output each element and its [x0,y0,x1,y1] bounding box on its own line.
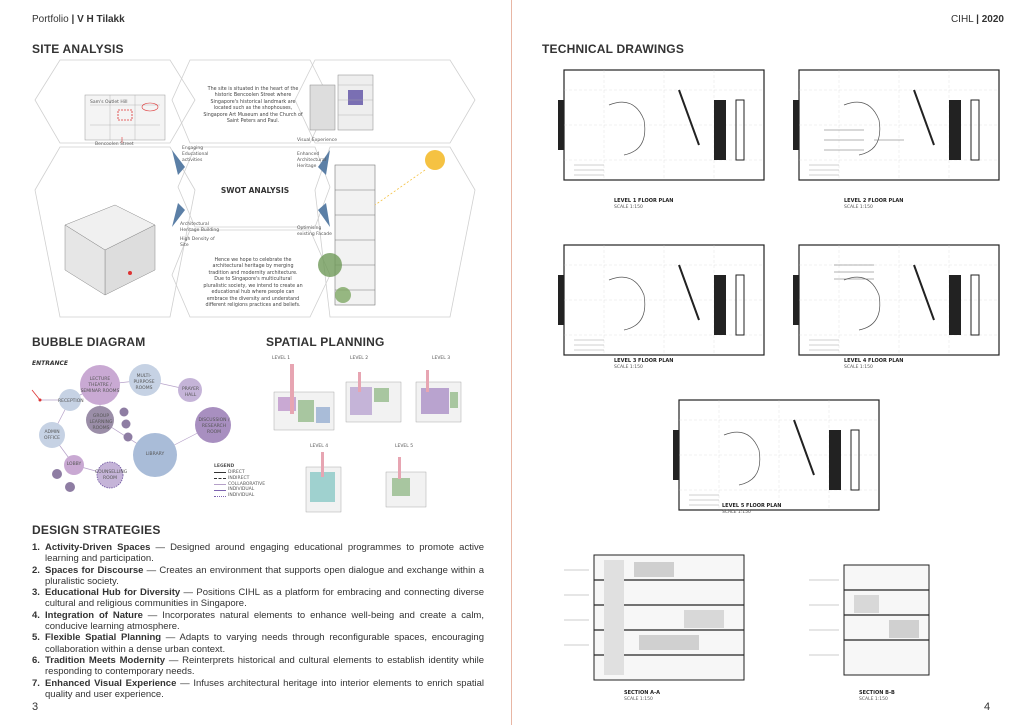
section-title-technical-drawings: TECHNICAL DRAWINGS [542,42,685,56]
spatial-level-1 [273,364,335,431]
legend-title: LEGEND [214,464,235,469]
legend-item-individual-2: INDIVIDUAL [228,493,255,499]
plan-title-level-3: LEVEL 3 FLOOR PLAN SCALE 1:150 [614,358,674,370]
legend-item-individual-1: INDIVIDUAL [228,487,255,493]
bubble-label-prayer: PRAYER HALL [181,387,200,398]
bubble-diagram [31,364,231,492]
header-right: CIHL | 2020 [951,14,1004,25]
header-separator: | [71,14,75,25]
page-number-right: 4 [984,701,991,713]
spatial-label-level-4: LEVEL 4 [310,444,329,449]
map-label-1: Sam's Outlet Hill [90,100,128,105]
sun-icon [425,150,445,170]
building-sections [564,554,930,681]
legend-item-indirect: INDIRECT [228,475,250,481]
swot-strength: Engaging Educational activities [182,146,209,163]
site-description-text: The site is situated in the heart of the… [203,87,303,125]
section-title-design-strategies: DESIGN STRATEGIES [32,523,161,537]
plan-level-5 [672,399,880,511]
strategy-item: 4.Integration of Nature — Incorporates n… [32,609,484,633]
header-portfolio-label: Portfolio [32,14,69,25]
section-title-spatial-planning: SPATIAL PLANNING [266,335,385,349]
plan-title-level-2: LEVEL 2 FLOOR PLAN SCALE 1:150 [844,198,904,210]
bubble-label-lobby: LOBBY [66,462,82,467]
page-right: CIHL | 2020 TECHNICAL DRAWINGS [514,0,1024,725]
plan-level-3 [557,244,765,356]
swot-title: SWOT ANALYSIS [220,186,290,195]
section-a-a [564,554,745,681]
spatial-level-5 [385,457,427,508]
spatial-planning-diagrams [273,364,462,513]
plan-title-level-1: LEVEL 1 FLOOR PLAN SCALE 1:150 [614,198,674,210]
section-b-b [809,564,930,676]
bubble-label-admin: ADMIN OFFICE [43,430,61,441]
strategy-item: 2.Spaces for Discourse — Creates an envi… [32,564,484,587]
header-separator-right: | [976,14,979,25]
strategy-item: 1.Activity-Driven Spaces — Designed arou… [32,542,484,565]
spatial-label-level-5: LEVEL 5 [395,444,414,449]
plan-title-level-5: LEVEL 5 FLOOR PLAN SCALE 1:150 [722,503,782,515]
hex-building-view [294,59,476,144]
swot-weakness-2: High Density of Site [180,237,215,248]
map-label-2: Bencoolen Street [95,142,134,147]
legend-item-collaborative: COLLABORATIVE [228,481,266,487]
section-title-b-b: SECTION B-B SCALE 1:150 [859,690,895,702]
section-title-a-a: SECTION A-A SCALE 1:150 [624,690,660,702]
strategy-item: 3.Educational Hub for Diversity — Positi… [32,587,484,610]
swot-opportunity-1: Visual Experience [297,138,337,143]
section-perspective-illustration [318,150,445,306]
section-title-site-analysis: SITE ANALYSIS [32,42,124,56]
plan-title-level-4: LEVEL 4 FLOOR PLAN SCALE 1:150 [844,358,904,370]
swot-opportunity-2: Enhanced Architectural Heritage [297,152,326,169]
bubble-label-discussion: DISCUSSION / RESEARCH ROOM [198,418,230,435]
swot-weakness-1: Architectural Heritage Building [180,222,220,233]
page-divider [511,0,512,725]
spatial-label-level-1: LEVEL 1 [272,356,291,361]
spatial-level-3 [415,370,462,423]
hex-site-axonometric [34,146,196,318]
bubble-label-library: LIBRARY [145,452,165,457]
strategy-item: 6.Tradition Meets Modernity — Reinterpre… [32,654,484,678]
header-org: CIHL [950,14,974,25]
page-left: Portfolio | V H Tilakk SITE ANALYSIS [0,0,510,725]
page-number-left: 3 [32,701,39,713]
bubble-label-multipurpose: MULTI-PURPOSE ROOMS [133,374,155,391]
header-author-name: V H Tilakk [77,14,125,25]
floor-plans [557,69,1000,511]
hex-swot [177,146,331,228]
site-axonometric-illustration [64,204,156,296]
bubble-label-lecture: LECTURE THEATRE / SEMINAR ROOMS [80,377,120,394]
section-title-bubble-diagram: BUBBLE DIAGRAM [32,335,146,349]
spatial-label-level-2: LEVEL 2 [350,356,369,361]
building-elevation-illustration [309,74,374,131]
plan-level-1 [557,69,765,181]
bubble-nodes [39,364,231,492]
bubble-label-group-learning: GROUP LEARNING ROOMS [89,414,113,431]
hex-vision [171,229,331,318]
spatial-level-4 [305,452,342,513]
bubble-label-reception: RECEPTION [58,399,84,404]
swot-threat: Optimising existing Facade [297,226,332,237]
plan-level-2 [792,69,1000,181]
bubble-entrance-label: ENTRANCE [32,360,68,367]
hex-section-perspective [314,146,476,318]
bubble-label-counselling: COUNSELLING ROOM [95,470,128,481]
site-analysis-collage [34,59,476,318]
legend-item-direct: DIRECT [228,469,245,475]
spatial-level-2 [345,372,402,423]
design-strategies-list: 1.Activity-Driven Spaces — Designed arou… [32,542,484,700]
header-year: 2020 [981,14,1004,25]
spatial-label-level-3: LEVEL 3 [432,356,451,361]
header-left: Portfolio | V H Tilakk [32,14,125,25]
bubble-legend: LEGEND DIRECT INDIRECT COLLABORATIVE IND… [214,464,284,499]
plan-level-4 [792,244,1000,356]
strategy-item: 7.Enhanced Visual Experience — Infuses a… [32,677,485,700]
strategy-item: 5.Flexible Spatial Planning — Adapts to … [32,632,484,655]
site-map-illustration [84,94,166,143]
hex-site-map [34,59,196,144]
vision-text: Hence we hope to celebrate the architect… [203,258,303,309]
hex-site-context [171,59,331,144]
